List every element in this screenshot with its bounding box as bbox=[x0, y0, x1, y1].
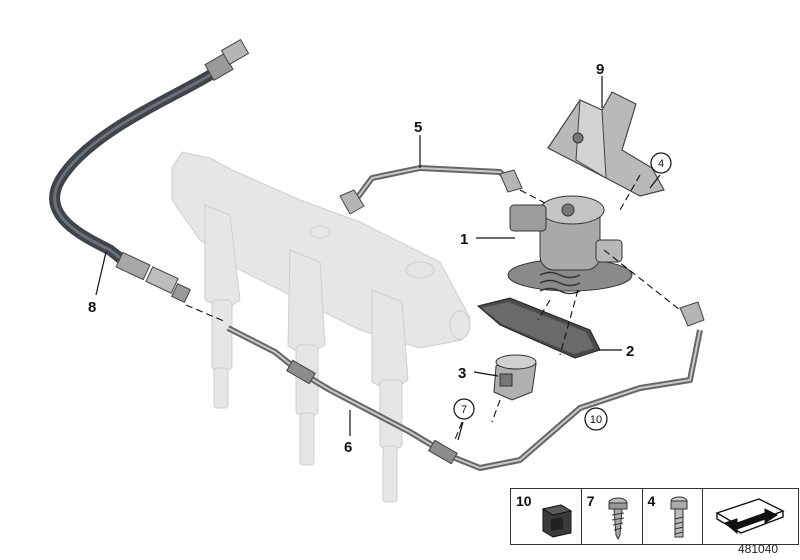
callout-4-circle: 4 bbox=[650, 152, 672, 174]
parts-legend: 10 7 4 bbox=[510, 488, 799, 545]
screw-icon bbox=[608, 497, 628, 541]
flange-seal-2 bbox=[476, 297, 601, 359]
leader-lines bbox=[95, 76, 661, 441]
callout-1: 1 bbox=[460, 231, 468, 248]
legend-number-10: 10 bbox=[516, 493, 532, 509]
callout-4: 4 bbox=[658, 158, 664, 170]
callout-7: 7 bbox=[461, 404, 467, 416]
callout-9: 9 bbox=[596, 61, 604, 78]
grommet-icon bbox=[541, 504, 573, 538]
bolt-icon bbox=[670, 496, 688, 538]
callout-3: 3 bbox=[458, 365, 466, 382]
arrow-symbol-icon bbox=[715, 498, 786, 535]
callout-8: 8 bbox=[88, 299, 96, 316]
high-pressure-line-5 bbox=[339, 165, 523, 215]
legend-cell-arrow bbox=[703, 489, 798, 544]
roller-tappet-3 bbox=[493, 354, 537, 401]
callout-6: 6 bbox=[344, 439, 352, 456]
high-pressure-pump-1 bbox=[507, 195, 633, 295]
fuel-hose bbox=[49, 38, 250, 303]
legend-cell-7: 7 bbox=[582, 489, 643, 544]
legend-number-7: 7 bbox=[586, 493, 595, 509]
callout-5: 5 bbox=[414, 119, 422, 136]
legend-number-4: 4 bbox=[647, 493, 656, 509]
legend-cell-4: 4 bbox=[643, 489, 704, 544]
callout-7-circle: 7 bbox=[453, 398, 475, 420]
callout-2: 2 bbox=[626, 343, 634, 360]
bracket-9 bbox=[547, 91, 665, 197]
callout-10: 10 bbox=[590, 414, 602, 426]
assembly-lines bbox=[185, 174, 681, 443]
high-pressure-line-6 bbox=[226, 301, 705, 471]
fuel-rail-ghost bbox=[171, 151, 471, 503]
legend-cell-10: 10 bbox=[511, 489, 582, 544]
callout-10-circle: 10 bbox=[584, 407, 608, 431]
diagram-reference-number: 481040 bbox=[738, 542, 779, 556]
